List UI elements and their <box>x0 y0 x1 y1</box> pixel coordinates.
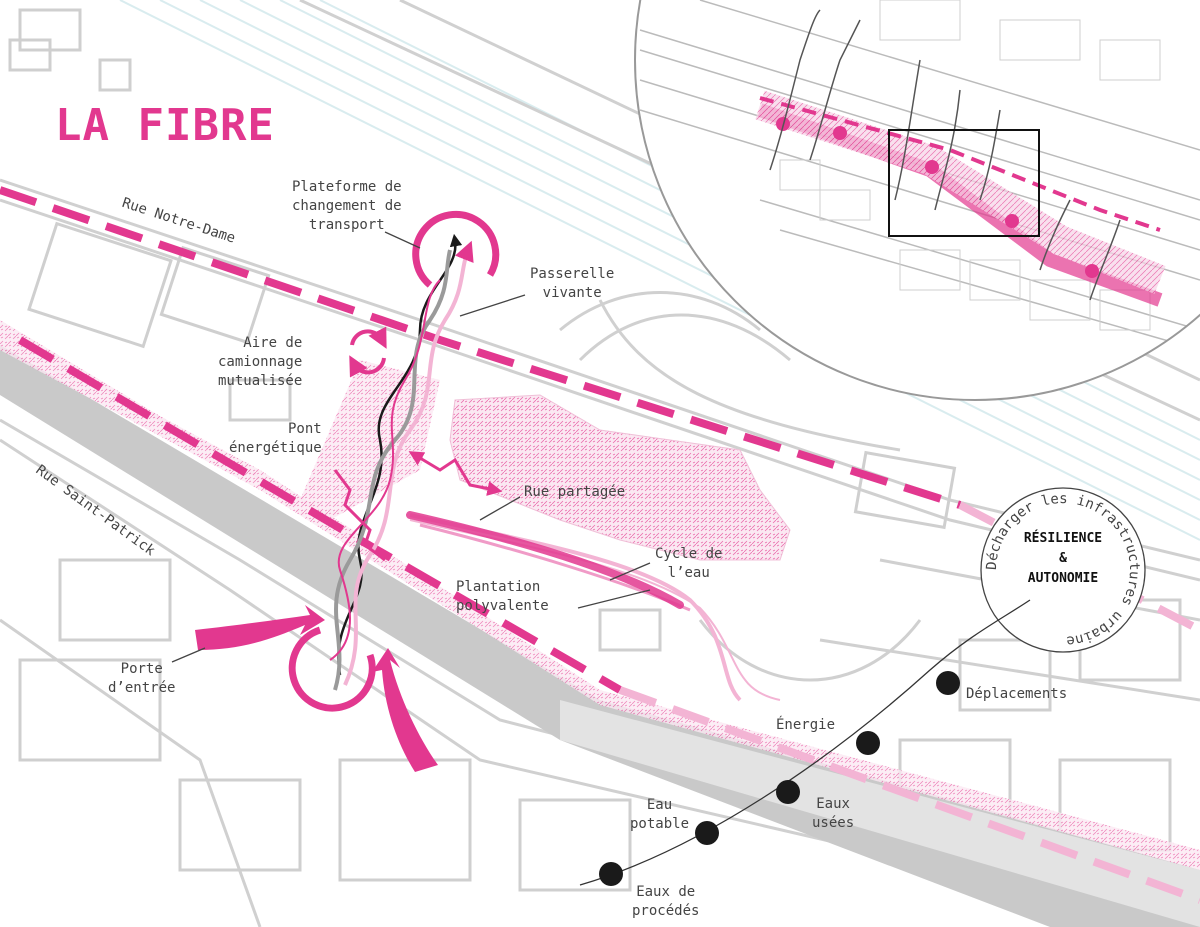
resilience-center: RÉSILIENCE & AUTONOMIE <box>1003 529 1123 589</box>
inset-map <box>634 0 1200 401</box>
label-eaux-procedes: Eaux de procédés <box>632 884 700 919</box>
resilience-line2: & <box>1059 551 1067 566</box>
page-title: LA FIBRE <box>55 100 275 151</box>
highway-band-light <box>560 700 1200 927</box>
resilience-line1: RÉSILIENCE <box>1023 531 1103 546</box>
infrastructure-line <box>579 599 1031 886</box>
label-rue-partagee: Rue partagée <box>524 484 626 500</box>
plantation-bar <box>406 511 684 609</box>
label-eaux-usees: Eaux usées <box>812 796 855 831</box>
label-plantation: Plantation polyvalente <box>456 579 549 614</box>
resilience-ring <box>980 487 1146 653</box>
node-deplacements <box>936 671 960 695</box>
resilience-line3: AUTONOMIE <box>1027 571 1099 586</box>
recycle-icon <box>349 326 387 378</box>
label-eau-potable: Eau potable <box>630 797 690 832</box>
label-porte: Porte d’entrée <box>108 661 176 696</box>
notre-dame-dashed <box>0 186 962 509</box>
plantation-bar-light <box>419 523 691 612</box>
node-eaux-procedes <box>599 862 623 886</box>
label-camionnage: Aire de camionnage mutualisée <box>218 335 303 389</box>
platform-circle-icon <box>412 210 500 288</box>
label-deplacements: Déplacements <box>966 686 1068 702</box>
label-pont: Pont énergétique <box>229 421 322 456</box>
node-energie <box>856 731 880 755</box>
living-footbridge <box>329 233 474 691</box>
energy-bridge-zigzag2 <box>408 451 503 496</box>
energy-bridge-zigzag <box>333 469 386 562</box>
label-passerelle: Passerelle vivante <box>530 266 615 301</box>
gateway-icon <box>195 605 438 772</box>
label-cycle: Cycle de l’eau <box>655 546 723 581</box>
saint-patrick-dashed-light <box>618 686 1200 904</box>
node-eau-potable <box>695 821 719 845</box>
label-plateforme: Plateforme de changement de transport <box>292 179 402 233</box>
infrastructure-nodes <box>599 671 960 886</box>
leader-lines <box>171 231 651 663</box>
corridor-hatch <box>0 320 440 520</box>
node-eaux-usees <box>776 780 800 804</box>
label-energie: Énergie <box>776 717 836 733</box>
